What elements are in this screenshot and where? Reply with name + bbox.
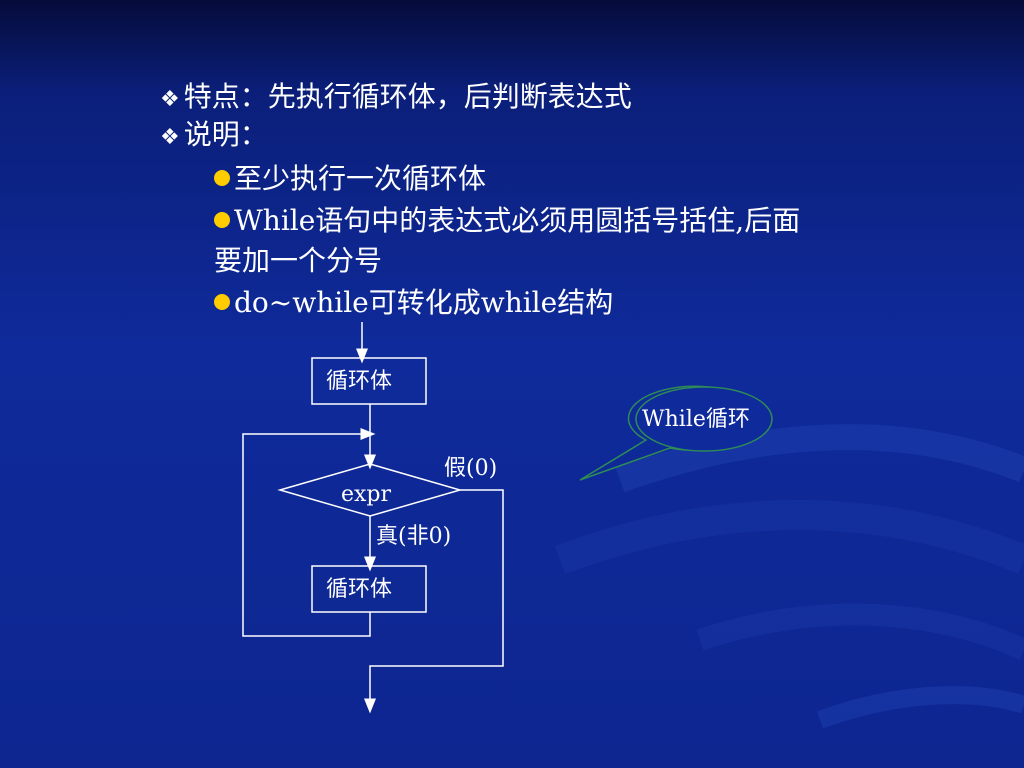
sub-bullet-2-text: While语句中的表达式必须用圆括号括住,后面 [234,204,801,237]
dot-icon [214,170,230,186]
dot-icon [214,294,230,310]
bullet-feature: ❖特点：先执行循环体，后判断表达式 [160,80,632,117]
true-branch-label: 真(非0) [376,524,452,549]
top-loop-body-box [311,357,427,405]
sub-bullet-3-text: do~while可转化成while结构 [234,286,614,319]
sub-bullet-2: While语句中的表达式必须用圆括号括住,后面 [214,204,800,238]
diamond-icon: ❖ [160,125,180,150]
false-branch-label: 假(0) [444,456,498,481]
bottom-box-label: 循环体 [326,577,393,602]
bullet-explanation-text: 说明： [183,118,268,151]
bullet-explanation: ❖说明： [160,118,268,155]
callout-label: While循环 [642,407,750,432]
dot-icon [214,212,230,228]
sub-bullet-2-continued-text: 要加一个分号 [214,244,383,277]
bottom-loop-body-box [311,565,427,613]
condition-label: expr [341,482,392,507]
top-box-label: 循环体 [326,369,393,394]
diamond-icon: ❖ [160,87,180,112]
sub-bullet-1-text: 至少执行一次循环体 [234,162,487,195]
callout-ellipse [635,386,773,452]
bullet-feature-text: 特点：先执行循环体，后判断表达式 [183,80,632,113]
sub-bullet-2-continued: 要加一个分号 [214,244,382,278]
loop-back-path [242,428,376,637]
false-branch-path [364,489,504,714]
sub-bullet-1: 至少执行一次循环体 [214,162,486,196]
sub-bullet-3: do~while可转化成while结构 [214,286,613,320]
